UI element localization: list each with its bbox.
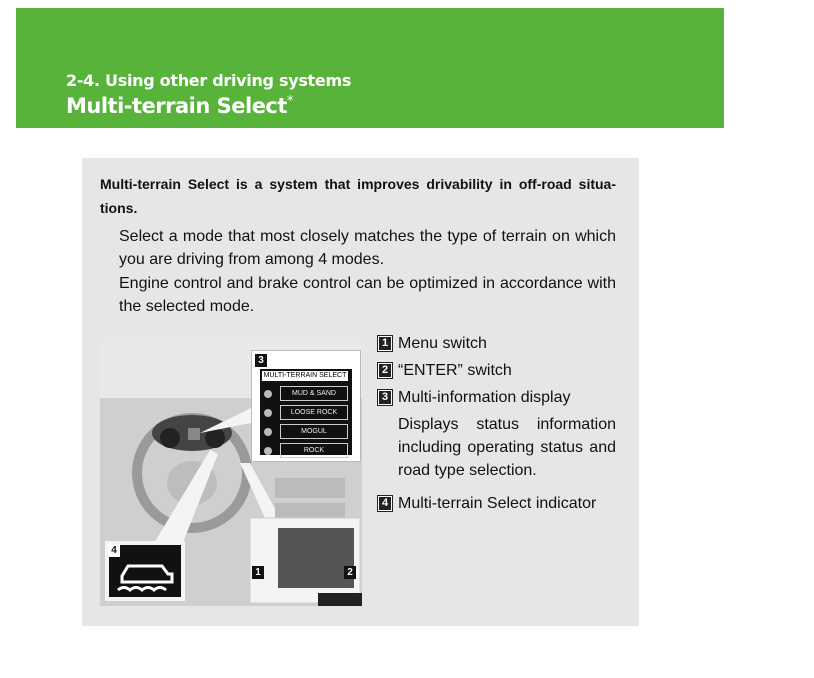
- vehicle-icon: [120, 564, 174, 584]
- title-text: Multi-terrain Select: [66, 94, 287, 118]
- legend-label: “ENTER” switch: [398, 361, 512, 379]
- paragraph-control: Engine control and brake control can be …: [119, 275, 616, 315]
- callout-4: 4: [108, 544, 120, 557]
- dashboard-illustration: 3 MULTI-TERRAIN SELECT MUD & SAND LOOSE …: [100, 338, 362, 606]
- section-heading: 2-4. Using other driving systems: [66, 71, 352, 90]
- callout-3: 3: [255, 354, 267, 367]
- multi-information-display-callout: 3 MULTI-TERRAIN SELECT MUD & SAND LOOSE …: [251, 350, 361, 462]
- legend-number: 1: [377, 335, 393, 352]
- legend-item: 2 “ENTER” switch: [377, 359, 616, 382]
- callout-2: 2: [344, 566, 356, 579]
- mode-rock: ROCK: [280, 443, 348, 458]
- callout-1: 1: [252, 566, 264, 579]
- legend-item: 4 Multi-terrain Select indicator: [377, 492, 616, 515]
- mode-dot: [264, 447, 272, 455]
- page-title: Multi-terrain Select*: [66, 94, 293, 118]
- legend-number: 3: [377, 389, 393, 406]
- mode-mud-sand: MUD & SAND: [280, 386, 348, 401]
- paragraph-modes: Select a mode that most closely matches …: [119, 228, 616, 268]
- mode-loose-rock: LOOSE ROCK: [280, 405, 348, 420]
- mode-dot: [264, 409, 272, 417]
- legend-item: 1 Menu switch: [377, 332, 616, 355]
- legend-description: Displays status information including op…: [398, 416, 616, 479]
- legend-label: Multi-information display: [398, 388, 571, 406]
- figure-legend: 1 Menu switch 2 “ENTER” switch 3 Multi-info…: [377, 332, 616, 519]
- section-header-band: [16, 8, 724, 128]
- legend-number: 4: [377, 495, 393, 512]
- intro-text: Multi-terrain Select is a system that im…: [100, 176, 616, 216]
- legend-item: 3 Multi-information display: [377, 386, 616, 409]
- legend-label: Multi-terrain Select indicator: [398, 494, 597, 512]
- display-screen: MULTI-TERRAIN SELECT MUD & SAND LOOSE RO…: [260, 369, 352, 458]
- mode-mogul: MOGUL: [280, 424, 348, 439]
- display-title: MULTI-TERRAIN SELECT: [262, 371, 348, 381]
- mode-dot: [264, 428, 272, 436]
- title-asterisk: *: [286, 94, 294, 109]
- legend-number: 2: [377, 362, 393, 379]
- legend-label: Menu switch: [398, 334, 487, 352]
- mode-dot: [264, 390, 272, 398]
- content-box: Multi-terrain Select is a system that im…: [82, 158, 639, 626]
